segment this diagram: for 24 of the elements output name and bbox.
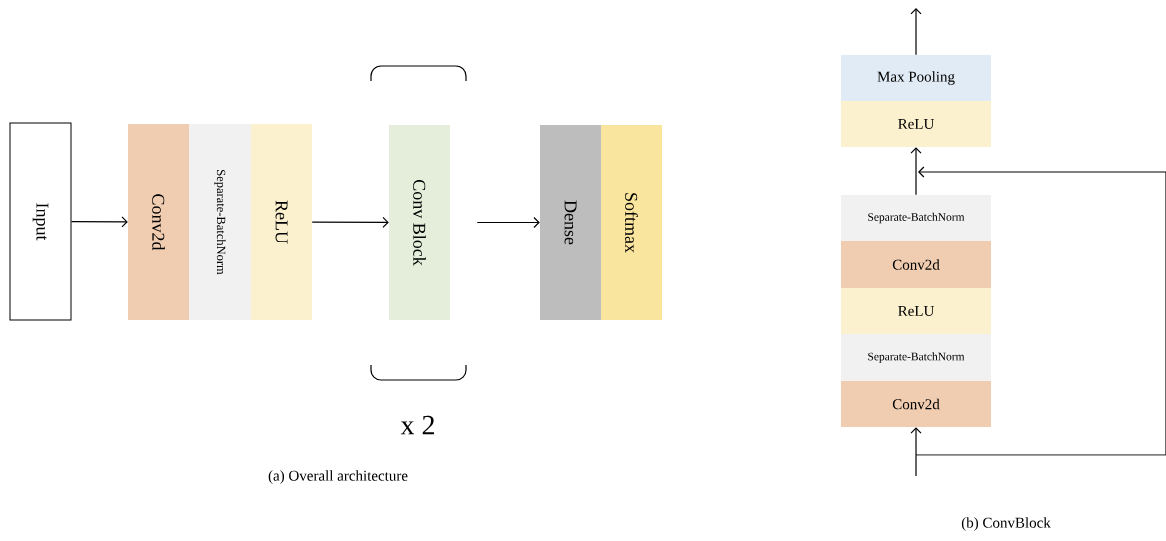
block-box: Conv Block: [389, 125, 450, 320]
layer-box: Separate-BatchNorm: [841, 334, 991, 381]
layer-box: Conv2d: [841, 241, 991, 288]
repeat-count: x 2: [400, 415, 434, 435]
layer-box: Separate-BatchNorm: [841, 195, 991, 241]
layer-box: Separate-BatchNorm: [189, 124, 251, 320]
layer-box: ReLU: [841, 101, 991, 147]
arrow: [910, 147, 922, 196]
arrow: [915, 166, 1166, 456]
caption: (a) Overall architecture: [268, 470, 408, 484]
arrow: [311, 216, 389, 228]
input-box: Input: [9, 122, 72, 321]
arrow: [910, 427, 922, 477]
layer-box: Max Pooling: [841, 55, 991, 101]
layer-box: ReLU: [251, 124, 312, 320]
layer-box: Softmax: [601, 125, 662, 320]
layer-box: Dense: [540, 125, 601, 320]
layer-box: ReLU: [841, 288, 991, 334]
arrow: [70, 216, 128, 228]
arrow: [910, 8, 922, 56]
layer-box: Conv2d: [128, 124, 189, 320]
layer-box: Conv2d: [841, 381, 991, 427]
caption: (b) ConvBlock: [961, 517, 1051, 531]
arrow: [476, 216, 540, 229]
